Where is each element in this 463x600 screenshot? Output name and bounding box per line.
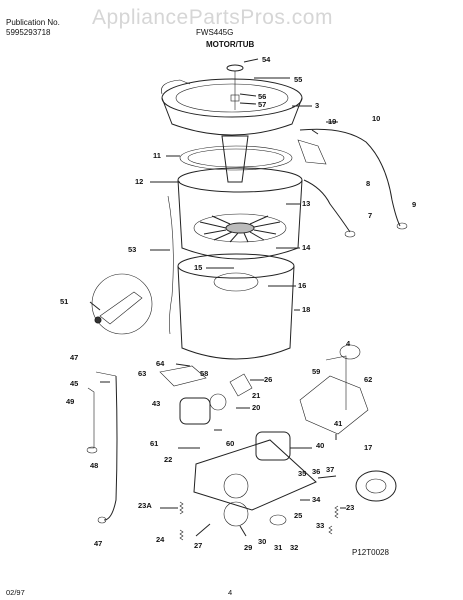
callout-35: 35 <box>298 469 307 478</box>
callout-32: 32 <box>290 543 299 552</box>
callout-10: 10 <box>372 114 381 123</box>
callout-37: 37 <box>326 465 335 474</box>
diagram-code: P12T0028 <box>352 548 389 557</box>
callout-43: 43 <box>152 399 161 408</box>
callout-21: 21 <box>252 391 261 400</box>
motor <box>255 431 291 461</box>
callout-24: 24 <box>156 535 165 544</box>
callout-47-top: 47 <box>70 353 79 362</box>
footer-date: 02/97 <box>6 588 25 597</box>
callout-34: 34 <box>312 495 321 504</box>
callout-36: 36 <box>312 467 321 476</box>
callout-51: 51 <box>60 297 69 306</box>
callout-33: 33 <box>316 521 325 530</box>
footer-page: 4 <box>228 588 233 597</box>
pulley <box>355 470 397 502</box>
callout-11: 11 <box>153 151 161 160</box>
publication-number: 5995293718 <box>6 28 51 37</box>
callout-9: 9 <box>412 200 417 209</box>
callout-23: 23 <box>346 503 355 512</box>
callout-64-top: 64 <box>156 359 165 368</box>
callout-27: 27 <box>194 541 203 550</box>
callout-7: 7 <box>368 211 373 220</box>
agitator-cap <box>226 64 244 72</box>
callout-49: 49 <box>66 397 75 406</box>
callout-23a: 23A <box>138 501 152 510</box>
model-number: FWS445G <box>196 28 234 37</box>
callout-56: 56 <box>258 92 267 101</box>
callout-12: 12 <box>135 177 144 186</box>
agitator <box>221 135 249 183</box>
callout-16: 16 <box>298 281 307 290</box>
pump <box>179 397 211 425</box>
callout-22: 22 <box>164 455 173 464</box>
callout-20: 20 <box>252 403 261 412</box>
callout-63: 63 <box>138 369 147 378</box>
outer-tub <box>177 167 303 193</box>
callout-14: 14 <box>302 243 311 252</box>
callout-47-bottom: 47 <box>94 539 103 548</box>
section-title: MOTOR/TUB <box>206 40 255 49</box>
callout-4: 4 <box>346 339 351 348</box>
callout-40: 40 <box>316 441 325 450</box>
callout-8: 8 <box>366 179 371 188</box>
tub-cover <box>161 78 303 118</box>
callout-41: 41 <box>334 419 343 428</box>
callout-59-right: 59 <box>312 367 321 376</box>
publication-label: Publication No. <box>6 18 60 27</box>
callout-48: 48 <box>90 461 99 470</box>
callout-17: 17 <box>364 443 373 452</box>
callout-25: 25 <box>294 511 303 520</box>
callout-60: 60 <box>226 439 235 448</box>
callout-18: 18 <box>302 305 311 314</box>
watermark: AppliancePartsPros.com <box>92 6 333 29</box>
callout-61: 61 <box>150 439 159 448</box>
callout-15: 15 <box>194 263 203 272</box>
callout-53: 53 <box>128 245 137 254</box>
callout-30: 30 <box>258 537 267 546</box>
callout-45: 45 <box>70 379 79 388</box>
callout-26: 26 <box>264 375 273 384</box>
callout-57: 57 <box>258 100 267 109</box>
callout-31: 31 <box>274 543 283 552</box>
callout-29: 29 <box>244 543 253 552</box>
callout-62: 62 <box>364 375 373 384</box>
callout-3: 3 <box>315 101 320 110</box>
callout-13: 13 <box>302 199 311 208</box>
callout-19: 19 <box>328 117 337 126</box>
callout-55: 55 <box>294 75 303 84</box>
callout-58: 58 <box>200 369 209 378</box>
callout-54: 54 <box>262 55 271 64</box>
base-plate <box>193 439 317 511</box>
